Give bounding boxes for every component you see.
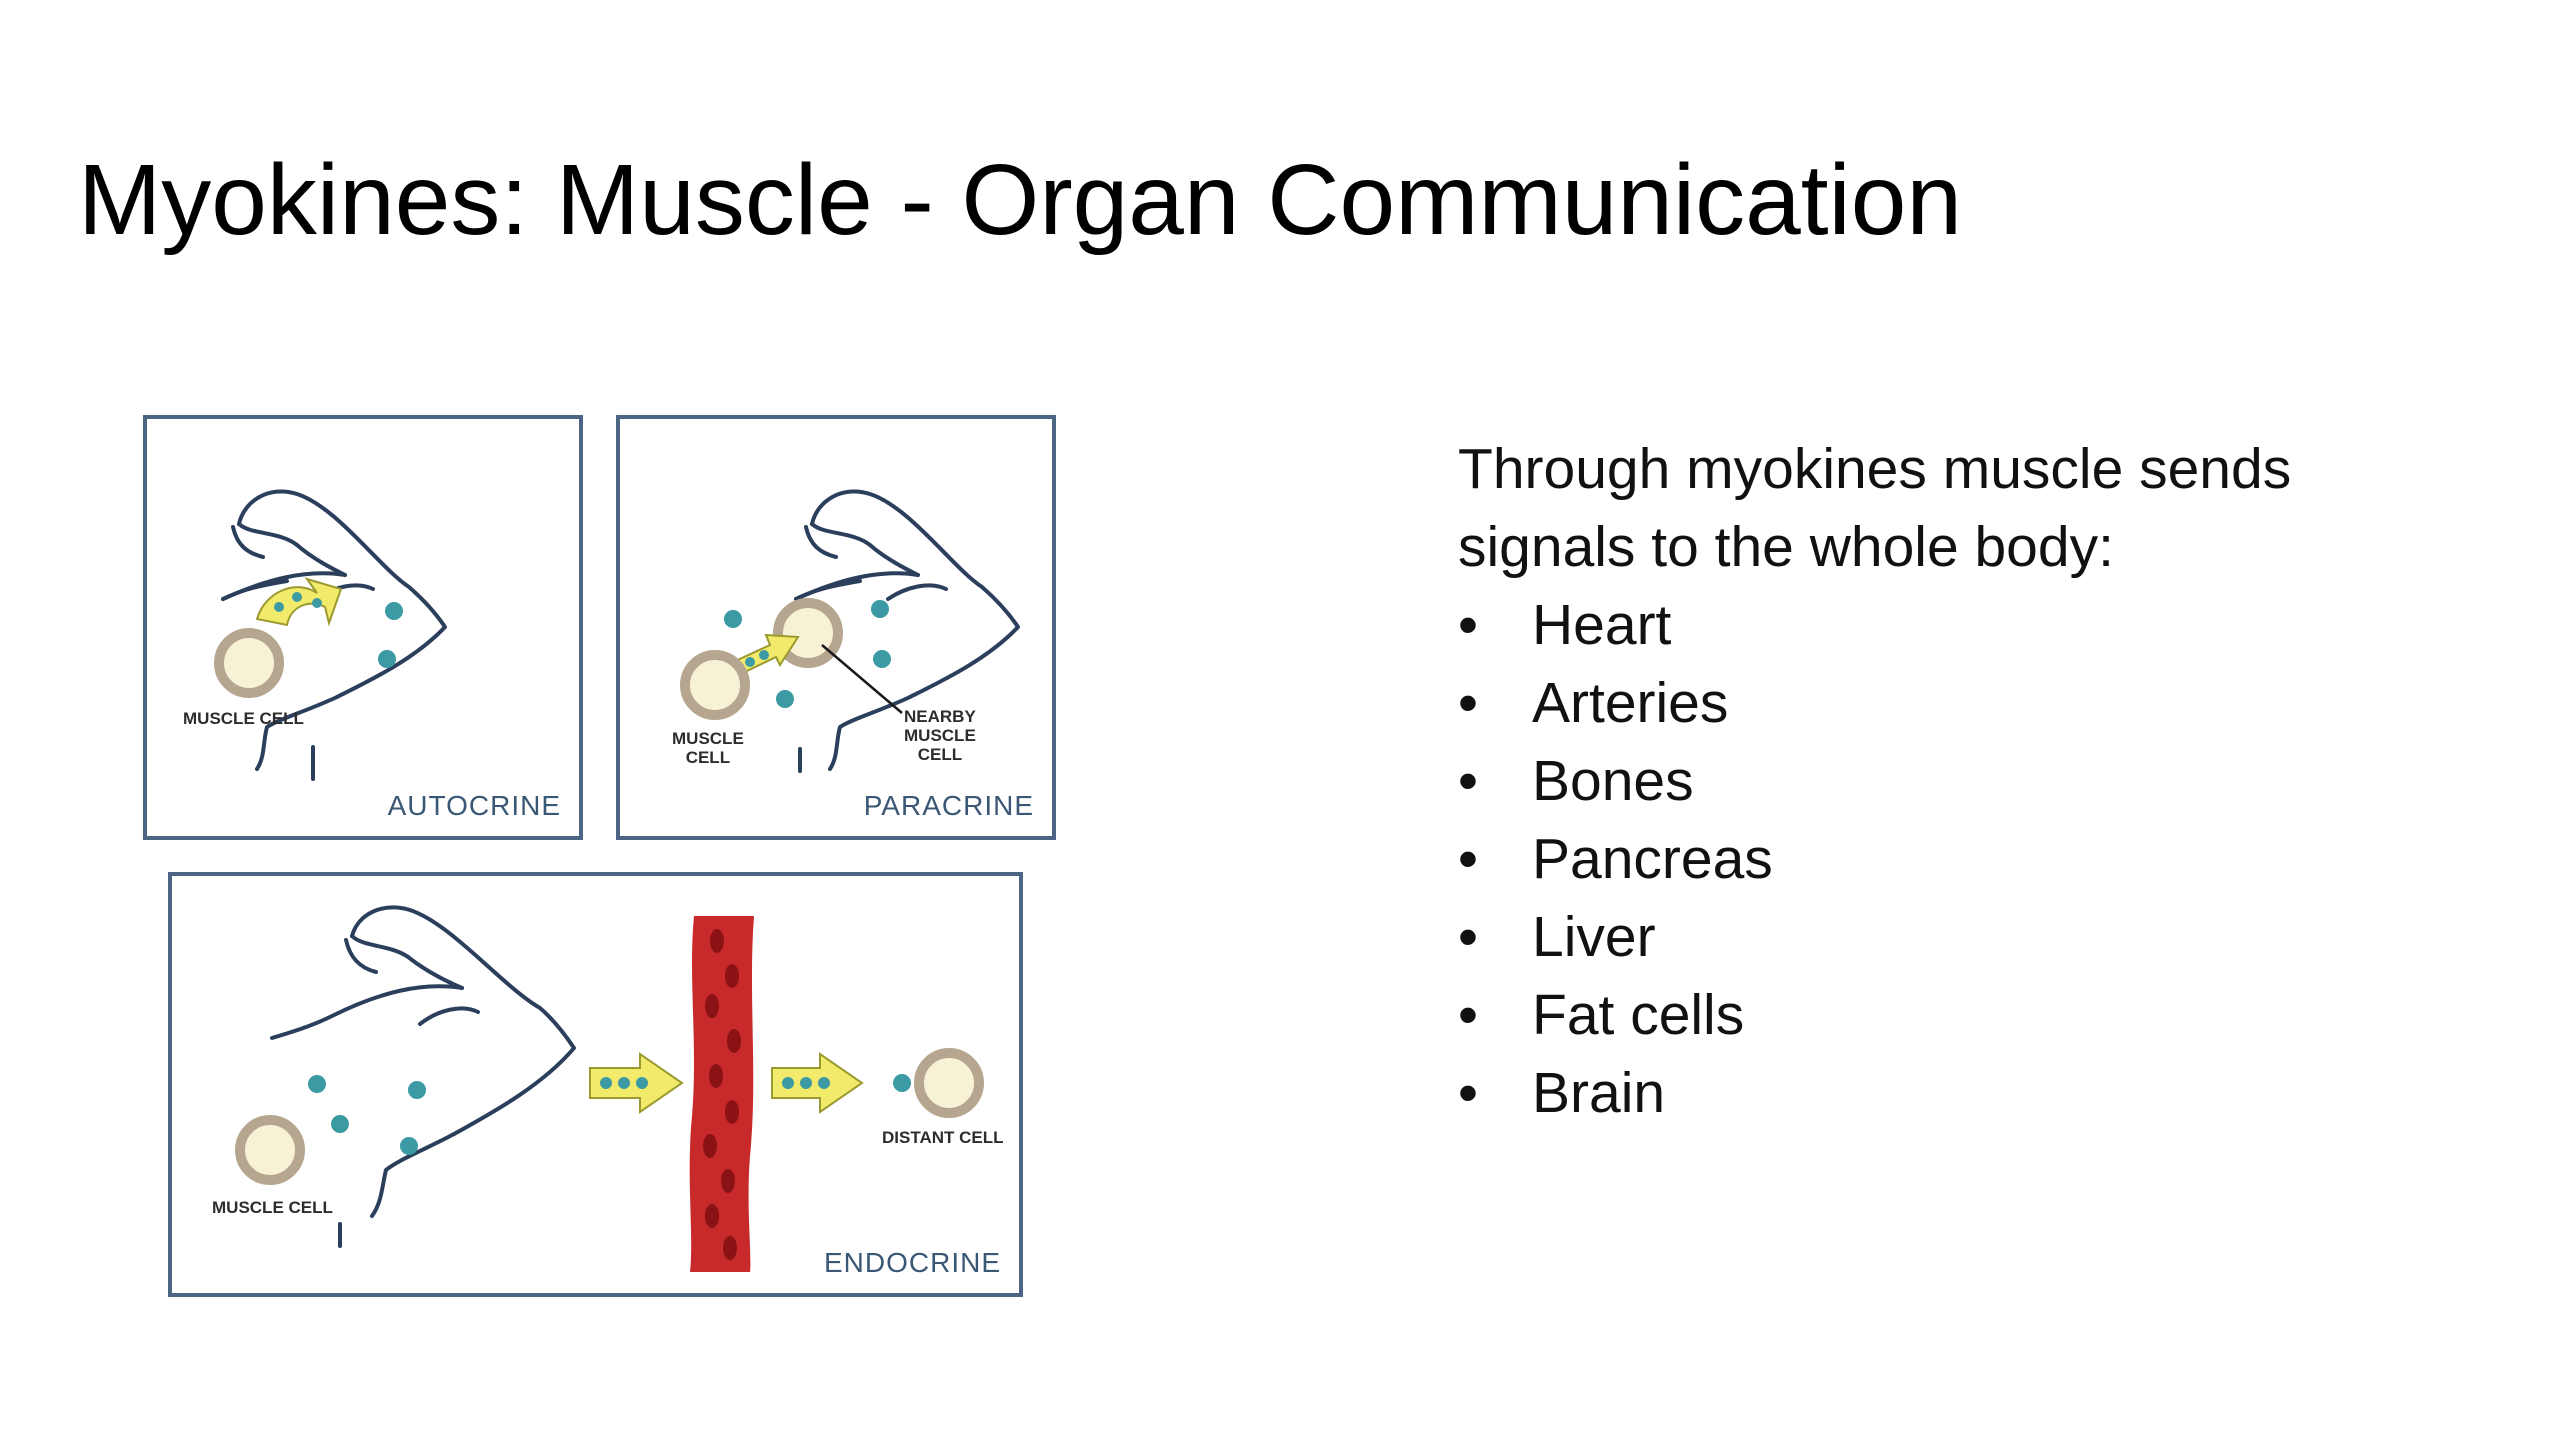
- autocrine-illustration: [214, 489, 447, 781]
- blood-vessel: [689, 916, 754, 1272]
- organ-item-liver: • Liver: [1458, 898, 2438, 976]
- arrow-myokine-dots: [782, 1077, 830, 1089]
- muscle-cell-label: MUSCLE CELL: [212, 1198, 333, 1217]
- distant-cell-label: DISTANT CELL: [882, 1128, 1004, 1147]
- signal-arrow-to-distant-cell: [771, 1052, 864, 1114]
- autocrine-label: AUTOCRINE: [387, 790, 561, 821]
- bullet: •: [1458, 905, 1478, 969]
- organ-label: Brain: [1532, 1061, 1666, 1125]
- flexed-arm-outline: [270, 905, 576, 1248]
- organ-item-fat-cells: • Fat cells: [1458, 976, 2438, 1054]
- muscle-cell: [214, 628, 284, 698]
- nearby-cell-pointer: [821, 644, 903, 714]
- arrow-myokine-dots: [600, 1077, 648, 1089]
- organ-label: Fat cells: [1532, 983, 1745, 1047]
- curved-signal-arrow: [255, 577, 343, 627]
- endocrine-panel: MUSCLE CELL DISTANT CELL ENDOCRINE: [168, 872, 1023, 1297]
- myokine-dots: [378, 602, 403, 668]
- organ-label: Bones: [1532, 749, 1694, 813]
- organ-list: • Heart • Arteries • Bones • Pancreas • Liver…: [1458, 586, 2438, 1132]
- muscle-cell-label: MUSCLE CELL: [672, 729, 744, 768]
- organ-item-pancreas: • Pancreas: [1458, 820, 2438, 898]
- bullet: •: [1458, 749, 1478, 813]
- distant-cell: [914, 1048, 984, 1118]
- bullet: •: [1458, 827, 1478, 891]
- organ-label: Liver: [1532, 905, 1656, 969]
- arrow-myokine-dots: [274, 592, 322, 612]
- flexed-arm-outline: [221, 489, 447, 781]
- organ-label: Arteries: [1532, 671, 1729, 735]
- organ-item-arteries: • Arteries: [1458, 664, 2438, 742]
- endocrine-illustration: [235, 905, 984, 1272]
- bullet: •: [1458, 983, 1478, 1047]
- paracrine-label: PARACRINE: [863, 790, 1034, 821]
- myokine-dots: [308, 1075, 426, 1155]
- intro-line-1: Through myokines muscle sends: [1458, 437, 2292, 501]
- myokine-dots: [724, 600, 891, 708]
- bullet: •: [1458, 671, 1478, 735]
- organ-label: Pancreas: [1532, 827, 1773, 891]
- nearby-muscle-cell-label: NEARBY MUSCLE CELL: [904, 707, 976, 765]
- signal-dot: [893, 1074, 911, 1092]
- organ-item-heart: • Heart: [1458, 586, 2438, 664]
- organ-item-brain: • Brain: [1458, 1054, 2438, 1132]
- paracrine-panel: MUSCLE CELL NEARBY MUSCLE CELL PARACRINE: [616, 415, 1056, 840]
- text-block: Through myokines muscle sends signals to…: [1458, 430, 2438, 1132]
- organ-label: Heart: [1532, 593, 1672, 657]
- muscle-cell: [235, 1115, 305, 1185]
- paracrine-illustration: [680, 489, 1020, 773]
- autocrine-panel: MUSCLE CELL AUTOCRINE: [143, 415, 583, 840]
- muscle-cell: [680, 650, 750, 720]
- bullet: •: [1458, 593, 1478, 657]
- nearby-muscle-cell: [773, 598, 843, 668]
- flexed-arm-outline: [794, 489, 1020, 773]
- slide-title: Myokines: Muscle - Organ Communication: [78, 144, 1962, 256]
- muscle-cell-label: MUSCLE CELL: [183, 709, 304, 728]
- intro-line-2: signals to the whole body:: [1458, 515, 2114, 579]
- endocrine-label: ENDOCRINE: [823, 1247, 1001, 1278]
- organ-item-bones: • Bones: [1458, 742, 2438, 820]
- bullet: •: [1458, 1061, 1478, 1125]
